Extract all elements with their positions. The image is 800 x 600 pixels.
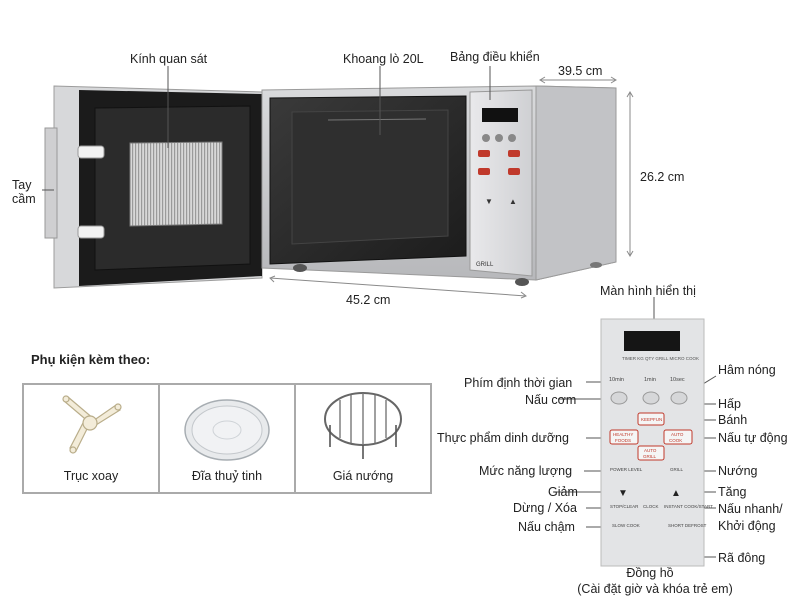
label-height: 26.2 cm xyxy=(640,170,685,184)
svg-text:1min: 1min xyxy=(644,377,656,383)
label-decrease: Giảm xyxy=(548,485,578,499)
accessory-card-grill-rack: Giá nướng xyxy=(294,383,432,494)
svg-text:INSTANT COOK/START: INSTANT COOK/START xyxy=(664,504,713,509)
svg-text:10min: 10min xyxy=(609,377,624,383)
label-width: 45.2 cm xyxy=(346,293,391,307)
svg-text:CLOCK: CLOCK xyxy=(643,504,659,509)
display-screen xyxy=(624,331,680,351)
control-panel-enlarged: TIMER KG QTY GRILL MICRO COOK 10min 1min… xyxy=(600,318,713,567)
label-display: Màn hình hiển thị xyxy=(600,284,696,298)
svg-text:10sec: 10sec xyxy=(670,377,685,383)
oven-body: ▼ ▲ GRILL xyxy=(261,85,617,286)
svg-text:▲: ▲ xyxy=(509,197,517,206)
label-quick-start: Nấu nhanh/ Khởi động xyxy=(718,502,783,533)
accessory-label: Đĩa thuỷ tinh xyxy=(191,469,263,483)
roller-ring-icon xyxy=(62,395,122,454)
label-control-panel: Bảng điều khiển xyxy=(450,50,540,64)
svg-text:POWER LEVEL: POWER LEVEL xyxy=(610,467,643,472)
label-clock: Đồng hồ xyxy=(626,566,674,580)
svg-text:▼: ▼ xyxy=(618,488,628,499)
label-timer: Phím định thời gian xyxy=(464,376,573,390)
accessory-label: Giá nướng xyxy=(332,469,394,483)
svg-text:AUTO: AUTO xyxy=(671,432,684,437)
label-stop-clear: Dừng / Xóa xyxy=(513,501,577,515)
accessory-card-roller: Trục xoay xyxy=(22,383,160,494)
label-healthy: Thực phẩm dinh dưỡng xyxy=(437,431,569,445)
label-power: Mức năng lượng xyxy=(479,464,573,478)
label-defrost: Rã đông xyxy=(718,551,766,565)
oven-door xyxy=(44,85,263,289)
svg-text:SHORT DEFROST: SHORT DEFROST xyxy=(668,523,707,528)
grill-rack-icon xyxy=(324,392,402,459)
svg-text:GRILL: GRILL xyxy=(643,454,657,459)
label-rice: Nấu cơm xyxy=(525,393,577,407)
label-grill: Nướng xyxy=(718,464,758,478)
label-depth: 39.5 cm xyxy=(558,64,603,78)
label-handle: Tay cầm xyxy=(12,178,36,206)
accessory-label: Trục xoay xyxy=(63,469,119,483)
label-steam: Hấp xyxy=(718,397,741,411)
svg-text:HEALTHY: HEALTHY xyxy=(613,432,633,437)
svg-text:KEEPFUN: KEEPFUN xyxy=(641,417,662,422)
svg-text:GRILL: GRILL xyxy=(670,467,684,472)
svg-text:COOK: COOK xyxy=(669,438,682,443)
svg-text:AUTO: AUTO xyxy=(644,448,657,453)
label-increase: Tăng xyxy=(718,485,747,499)
svg-text:FOODS: FOODS xyxy=(615,438,631,443)
svg-text:▲: ▲ xyxy=(671,488,681,499)
label-slow-cook: Nấu chậm xyxy=(518,520,575,534)
label-cake: Bánh xyxy=(718,413,748,427)
label-reheat: Hâm nóng xyxy=(718,363,776,377)
svg-text:▼: ▼ xyxy=(485,197,493,206)
label-window: Kính quan sát xyxy=(130,52,208,66)
accessories-title: Phụ kiện kèm theo: xyxy=(31,352,151,367)
dimension-lines xyxy=(269,76,634,299)
svg-text:TIMER KG QTY GRILL MICRO: TIMER KG QTY GRILL MICRO COOK xyxy=(622,356,699,361)
svg-text:SLOW COOK: SLOW COOK xyxy=(612,523,640,528)
glass-plate-icon xyxy=(184,399,270,461)
svg-text:STOP/CLEAR: STOP/CLEAR xyxy=(610,504,639,509)
accessory-card-plate: Đĩa thuỷ tinh xyxy=(158,383,296,494)
label-cavity: Khoang lò 20L xyxy=(343,52,424,66)
label-clock-note: (Cài đặt giờ và khóa trẻ em) xyxy=(577,582,733,596)
label-auto-cook: Nấu tự động xyxy=(718,431,788,445)
grill-badge: GRILL xyxy=(476,262,494,268)
